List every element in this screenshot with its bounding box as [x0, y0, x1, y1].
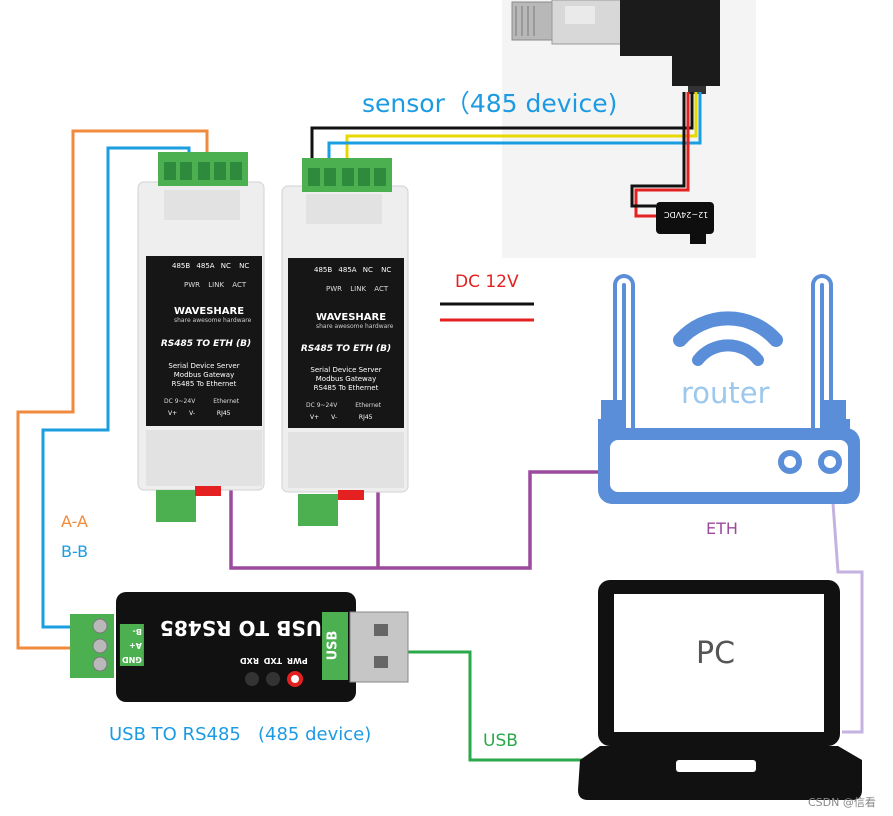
module-2-pin-0: V+ — [310, 414, 320, 421]
dc12v-label: DC 12V — [455, 272, 519, 292]
module-1-term-3: NC — [239, 262, 250, 270]
usb-dongle-usb-text: USB — [325, 630, 341, 661]
module-2-pins: V+ V- RJ45 — [310, 414, 372, 421]
module-2-desc-2: RS485 To Ethernet — [313, 384, 379, 392]
module-2-brand: WAVESHARE share awesome hardware — [298, 312, 398, 330]
usb-dongle-led-2: RXD — [240, 656, 259, 665]
module-2-led-1: LINK — [350, 285, 367, 293]
module-2-term-0: 485B — [314, 266, 333, 274]
module-1-eth-text: Ethernet — [213, 398, 240, 405]
sensor-wires — [310, 92, 702, 218]
module-1-desc-2: RS485 To Ethernet — [171, 380, 237, 388]
eth-label: ETH — [706, 519, 738, 538]
usb-dongle-pin-0: B- — [120, 624, 144, 638]
router — [598, 274, 860, 504]
bb-label: B-B — [61, 542, 89, 561]
usb-dongle-leds: PWR TXD RXD — [240, 656, 308, 665]
usb-dongle-led-1: TXD — [263, 656, 283, 665]
module-1-pin-2: RJ45 — [216, 410, 231, 417]
module-1-pin-0: V+ — [168, 410, 178, 417]
module-2-led-0: PWR — [326, 285, 343, 293]
module-1-terminal-labels: 485B 485A NC NC — [152, 262, 249, 270]
module-2-term-2: NC — [362, 266, 373, 274]
module-1-desc: Serial Device Server Modbus Gateway RS48… — [152, 362, 256, 389]
module-2-brand-text: WAVESHARE — [316, 312, 387, 323]
module-1-term-1: 485A — [196, 262, 215, 270]
router-label: router — [681, 376, 770, 410]
usb-label: USB — [483, 731, 518, 751]
rs485-eth-module-1 — [137, 152, 265, 522]
pc-label: PC — [696, 636, 736, 671]
module-2-term-1: 485A — [338, 266, 357, 274]
module-1-model: RS485 TO ETH (B) — [160, 339, 252, 349]
watermark: CSDN @信看 — [808, 796, 876, 809]
wire-a-a — [16, 129, 209, 650]
wire-b-b — [41, 146, 191, 629]
module-1-led-0: PWR — [184, 281, 201, 289]
module-1-brand: WAVESHARE share awesome hardware — [156, 306, 256, 324]
module-1-led-2: ACT — [232, 281, 247, 289]
pressure-sensor — [511, 0, 720, 94]
module-1-led-1: LINK — [208, 281, 225, 289]
module-2-model: RS485 TO ETH (B) — [300, 344, 392, 354]
module-2-term-3: NC — [381, 266, 392, 274]
module-2-desc: Serial Device Server Modbus Gateway RS48… — [294, 366, 398, 393]
module-1-pins: V+ V- RJ45 — [168, 410, 230, 417]
module-2-eth-text: Ethernet — [355, 402, 382, 409]
aa-label: A-A — [61, 512, 88, 531]
module-1-pin-1: V- — [189, 410, 195, 417]
module-2-desc-0: Serial Device Server — [310, 366, 382, 374]
rs485-eth-module-2 — [281, 158, 409, 526]
sensor-label: sensor（485 device) — [362, 89, 618, 118]
module-1-power: DC 9~24V Ethernet — [164, 398, 239, 405]
module-1-power-text: DC 9~24V — [164, 398, 196, 405]
usb-rs485-caption: USB TO RS485 (485 device) — [109, 724, 372, 745]
usb-dongle-pin-1: A+ — [120, 638, 144, 652]
module-1-term-0: 485B — [172, 262, 191, 270]
module-1-desc-1: Modbus Gateway — [173, 371, 235, 379]
usb-dongle-pins: GND A+ B- — [120, 624, 144, 666]
module-1-led-labels: PWR LINK ACT — [184, 281, 246, 289]
usb-dongle-led-0: PWR — [286, 656, 308, 665]
module-2-desc-1: Modbus Gateway — [315, 375, 377, 383]
module-2-led-2: ACT — [374, 285, 389, 293]
wire-router-pc — [828, 461, 864, 734]
module-2-tagline: share awesome hardware — [316, 323, 394, 330]
module-2-pin-1: V- — [331, 414, 337, 421]
module-1-tagline: share awesome hardware — [174, 317, 252, 324]
module-2-terminal-labels: 485B 485A NC NC — [294, 266, 391, 274]
dc-plug — [656, 202, 714, 244]
laptop — [578, 580, 862, 800]
usb-dongle-title: USB TO RS485 — [160, 616, 323, 640]
module-1-brand-text: WAVESHARE — [174, 306, 245, 317]
usb-dongle-pin-2: GND — [120, 652, 144, 666]
module-2-power: DC 9~24V Ethernet — [306, 402, 381, 409]
module-2-led-labels: PWR LINK ACT — [326, 285, 388, 293]
module-2-pin-2: RJ45 — [358, 414, 373, 421]
module-1-desc-0: Serial Device Server — [168, 362, 240, 370]
module-2-power-text: DC 9~24V — [306, 402, 338, 409]
wire-usb — [408, 650, 590, 762]
usb-rs485-dongle — [70, 592, 409, 702]
module-1-term-2: NC — [220, 262, 231, 270]
sensor-plug-text: 12~24VDC — [664, 210, 709, 219]
